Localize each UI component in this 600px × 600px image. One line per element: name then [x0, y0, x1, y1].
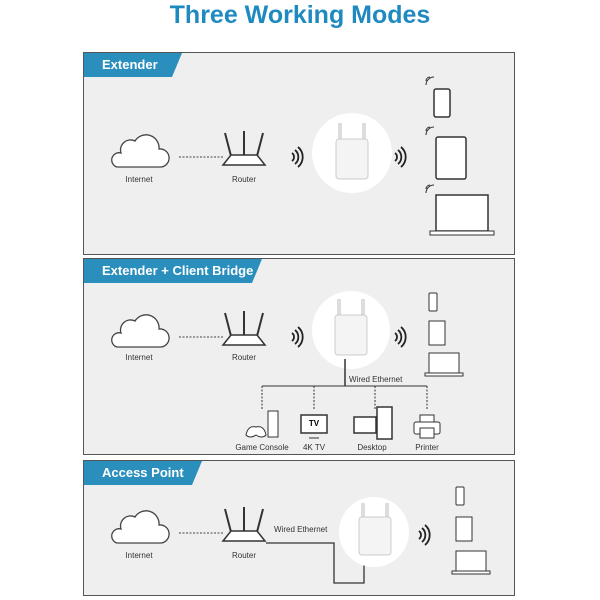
- cloud-icon: [111, 510, 170, 544]
- ethernet-tree: [261, 359, 428, 409]
- panel-label: Access Point: [84, 461, 202, 485]
- extender-icon: [358, 503, 392, 556]
- tv-text: TV: [308, 419, 320, 428]
- tablet-icon: [455, 516, 473, 542]
- extender-icon: [334, 299, 368, 356]
- internet-label: Internet: [125, 175, 153, 184]
- wifi-signal-icon: [291, 326, 304, 348]
- cloud-icon: [111, 314, 170, 348]
- router-label: Router: [231, 353, 256, 362]
- laptop-icon: [451, 550, 491, 575]
- internet-label: Internet: [125, 353, 153, 362]
- router-label: Router: [231, 551, 256, 560]
- laptop-icon: [424, 352, 464, 377]
- router-icon: [221, 507, 267, 542]
- wifi-signal-icon: [291, 146, 304, 168]
- ethernet-cable: [266, 542, 365, 584]
- panel-label: Extender: [84, 53, 182, 77]
- phone-icon: [425, 76, 451, 118]
- page-title: Three Working Modes: [169, 1, 431, 29]
- extender-icon: [335, 123, 369, 180]
- tablet-icon: [425, 126, 467, 180]
- phone-icon: [428, 292, 438, 312]
- device-label: 4K TV: [302, 443, 326, 452]
- game-console-icon: [245, 410, 279, 438]
- device-label: Printer: [415, 443, 439, 452]
- panel-label: Extender + Client Bridge: [84, 259, 262, 283]
- wifi-signal-icon: [394, 146, 407, 168]
- laptop-icon: [425, 184, 495, 236]
- panel-extender: Extender Internet Router: [83, 52, 515, 255]
- desktop-icon: [353, 406, 393, 440]
- device-label: Desktop: [357, 443, 387, 452]
- cloud-icon: [111, 134, 170, 168]
- tv-icon: [300, 414, 328, 439]
- wired-ethernet-label: Wired Ethernet: [274, 525, 328, 534]
- device-label: Game Console: [235, 443, 289, 452]
- panel-access-point: Access Point Internet Router Wired Ether…: [83, 460, 515, 596]
- router-icon: [221, 311, 267, 346]
- dashed-link: [179, 336, 224, 338]
- internet-label: Internet: [125, 551, 153, 560]
- tablet-icon: [428, 320, 446, 346]
- phone-icon: [455, 486, 465, 506]
- wired-ethernet-label: Wired Ethernet: [349, 375, 403, 384]
- dashed-link: [179, 532, 224, 534]
- wifi-signal-icon: [394, 326, 407, 348]
- printer-icon: [413, 414, 441, 439]
- router-icon: [221, 131, 267, 166]
- router-label: Router: [231, 175, 256, 184]
- dashed-link: [179, 156, 224, 158]
- panel-client-bridge: Extender + Client Bridge Internet Router…: [83, 258, 515, 455]
- wifi-signal-icon: [418, 524, 431, 546]
